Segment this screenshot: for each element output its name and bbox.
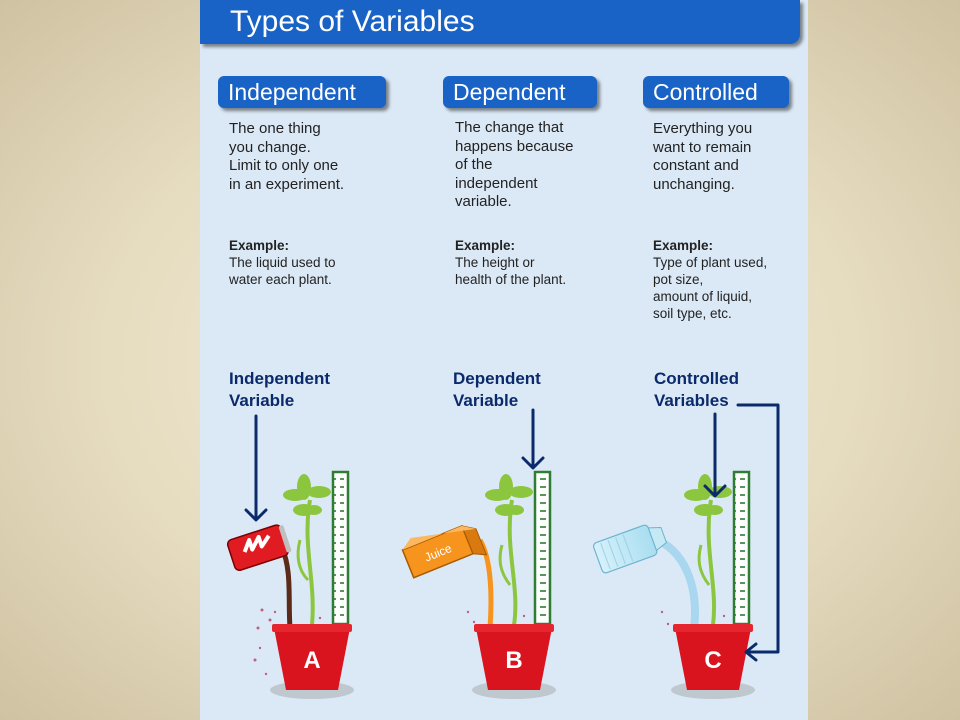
variable-label-independent: Independent Variable — [229, 369, 331, 410]
splash-c — [660, 610, 726, 626]
plant-b — [485, 474, 533, 626]
heading-controlled: Controlled — [643, 76, 789, 108]
slide-panel: Types of Variables Independent Dependent… — [200, 0, 808, 720]
illustration: A — [226, 403, 780, 699]
example-label-independent: Example: — [229, 238, 290, 253]
pot-b — [474, 624, 554, 690]
arrow-controlled-pot — [736, 403, 780, 662]
variable-label-dependent: Dependent Variable — [453, 369, 541, 410]
pot-letter-c: C — [704, 647, 721, 674]
example-text-controlled: Type of plant used, pot size, amount of … — [653, 255, 768, 321]
splash-b — [466, 610, 526, 624]
example-text-dependent: The height or health of the plant. — [455, 255, 567, 287]
ruler-a — [331, 470, 350, 626]
example-label-dependent: Example: — [455, 238, 516, 253]
water-bottle — [592, 524, 668, 574]
pot-letter-a: A — [303, 647, 320, 674]
juice-carton: Juice — [401, 524, 488, 579]
ruler-b — [533, 470, 552, 626]
example-text-independent: The liquid used to water each plant. — [229, 255, 336, 287]
description-dependent: The change that happens because of the i… — [455, 119, 574, 210]
slide-title: Types of Variables — [230, 5, 475, 38]
title-bar: Types of Variables — [200, 0, 800, 44]
example-label-controlled: Example: — [653, 238, 714, 253]
plant-a-group: A — [226, 470, 354, 699]
description-independent: The one thing you change. Limit to only … — [229, 120, 345, 193]
plant-c-group: C — [592, 470, 755, 699]
plant-a — [283, 474, 331, 626]
plant-b-group: Juice B — [401, 470, 556, 699]
arrow-controlled-plant — [703, 412, 727, 498]
arrow-independent — [244, 414, 268, 522]
soda-can — [226, 524, 292, 572]
description-controlled: Everything you want to remain constant a… — [653, 120, 753, 193]
variable-label-controlled: Controlled Variables — [654, 369, 739, 410]
heading-independent: Independent — [218, 76, 386, 108]
cola-stream — [279, 546, 293, 629]
pot-a — [272, 624, 352, 690]
ruler-c — [732, 470, 751, 626]
water-stream — [656, 536, 699, 629]
arrow-dependent — [521, 408, 545, 470]
pot-c — [673, 624, 753, 690]
heading-dependent: Dependent — [443, 76, 597, 108]
pot-letter-b: B — [505, 647, 522, 674]
splash-a — [253, 608, 322, 676]
